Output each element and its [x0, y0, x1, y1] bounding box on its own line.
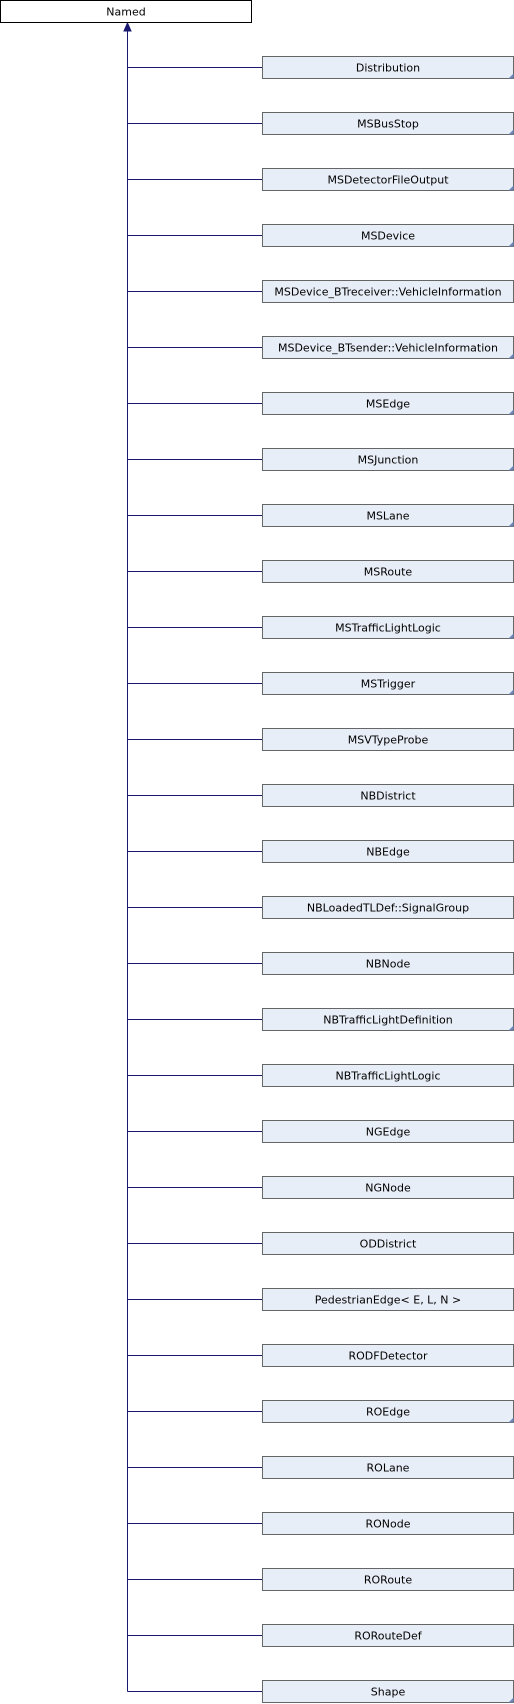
class-node-label: NGNode — [365, 1182, 411, 1195]
collapsed-subclasses-corner-icon — [508, 521, 514, 527]
class-node-msroute[interactable]: MSRoute — [262, 560, 514, 583]
class-node-msdevice-btsender-vehicleinformation[interactable]: MSDevice_BTsender::VehicleInformation — [262, 336, 514, 359]
class-node-label: NBEdge — [366, 846, 410, 859]
inheritance-edges — [123, 21, 263, 1692]
class-node-nbtrafficlightlogic[interactable]: NBTrafficLightLogic — [262, 1064, 514, 1087]
class-node-roedge[interactable]: ROEdge — [262, 1400, 514, 1423]
class-node-msdevice-btreceiver-vehicleinformation[interactable]: MSDevice_BTreceiver::VehicleInformation — [262, 280, 514, 303]
class-node-label: NBTrafficLightDefinition — [323, 1014, 453, 1027]
collapsed-subclasses-corner-icon — [508, 689, 514, 695]
class-node-label: MSTrigger — [361, 678, 416, 691]
class-node-ronode[interactable]: RONode — [262, 1512, 514, 1535]
class-node-label: MSTrafficLightLogic — [335, 622, 441, 635]
class-node-label: RONode — [365, 1518, 410, 1531]
collapsed-subclasses-corner-icon — [508, 1025, 514, 1031]
class-node-nbedge[interactable]: NBEdge — [262, 840, 514, 863]
class-node-label: NBNode — [366, 958, 411, 971]
class-node-mstrafficlightlogic[interactable]: MSTrafficLightLogic — [262, 616, 514, 639]
class-node-ngnode[interactable]: NGNode — [262, 1176, 514, 1199]
class-node-msjunction[interactable]: MSJunction — [262, 448, 514, 471]
derived-class-nodes: DistributionMSBusStopMSDetectorFileOutpu… — [262, 56, 514, 1703]
collapsed-subclasses-corner-icon — [508, 241, 514, 247]
class-node-label: PedestrianEdge< E, L, N > — [315, 1294, 462, 1307]
class-node-oddistrict[interactable]: ODDistrict — [262, 1232, 514, 1255]
class-node-label: MSDevice — [361, 230, 415, 243]
collapsed-subclasses-corner-icon — [508, 1417, 514, 1423]
class-node-label: MSDevice_BTsender::VehicleInformation — [278, 342, 498, 355]
class-node-label: MSJunction — [358, 454, 419, 467]
class-node-shape[interactable]: Shape — [262, 1680, 514, 1703]
class-node-label: Shape — [371, 1686, 406, 1699]
class-node-pedestrianedge-e-l-n[interactable]: PedestrianEdge< E, L, N > — [262, 1288, 514, 1311]
collapsed-subclasses-corner-icon — [508, 185, 514, 191]
class-node-distribution[interactable]: Distribution — [262, 56, 514, 79]
inheritance-arrowhead-icon — [123, 21, 132, 32]
collapsed-subclasses-corner-icon — [508, 73, 514, 79]
class-node-label: Distribution — [356, 62, 420, 75]
class-node-mslane[interactable]: MSLane — [262, 504, 514, 527]
class-node-label: RODFDetector — [348, 1350, 428, 1363]
class-node-label: ROEdge — [366, 1406, 410, 1419]
class-node-label: NBLoadedTLDef::SignalGroup — [307, 902, 469, 915]
class-node-label: MSDetectorFileOutput — [327, 174, 449, 187]
class-node-label: NGEdge — [366, 1126, 411, 1139]
class-node-ngedge[interactable]: NGEdge — [262, 1120, 514, 1143]
class-node-nbtrafficlightdefinition[interactable]: NBTrafficLightDefinition — [262, 1008, 514, 1031]
collapsed-subclasses-corner-icon — [508, 353, 514, 359]
class-node-roroutedef[interactable]: RORouteDef — [262, 1624, 514, 1647]
class-node-rodfdetector[interactable]: RODFDetector — [262, 1344, 514, 1367]
class-node-label: NBTrafficLightLogic — [335, 1070, 440, 1083]
class-node-msbusstop[interactable]: MSBusStop — [262, 112, 514, 135]
class-node-label: ROLane — [367, 1462, 410, 1475]
class-node-msvtypeprobe[interactable]: MSVTypeProbe — [262, 728, 514, 751]
class-node-nbloadedtldef-signalgroup[interactable]: NBLoadedTLDef::SignalGroup — [262, 896, 514, 919]
class-node-label: RORouteDef — [354, 1630, 422, 1643]
class-node-msdevice[interactable]: MSDevice — [262, 224, 514, 247]
class-node-label: MSEdge — [366, 398, 410, 411]
class-node-msedge[interactable]: MSEdge — [262, 392, 514, 415]
class-node-nbnode[interactable]: NBNode — [262, 952, 514, 975]
class-node-msdetectorfileoutput[interactable]: MSDetectorFileOutput — [262, 168, 514, 191]
collapsed-subclasses-corner-icon — [508, 633, 514, 639]
class-node-label: MSVTypeProbe — [348, 734, 429, 747]
collapsed-subclasses-corner-icon — [508, 129, 514, 135]
class-node-label: RORoute — [364, 1574, 412, 1587]
class-node-label: NBDistrict — [360, 790, 416, 803]
root-class-node[interactable]: Named — [0, 0, 252, 23]
class-node-nbdistrict[interactable]: NBDistrict — [262, 784, 514, 807]
class-node-label: MSBusStop — [357, 118, 419, 131]
class-node-label: ODDistrict — [360, 1238, 417, 1251]
class-node-label: MSLane — [366, 510, 409, 523]
collapsed-subclasses-corner-icon — [508, 409, 514, 415]
collapsed-subclasses-corner-icon — [508, 465, 514, 471]
collapsed-subclasses-corner-icon — [508, 1697, 514, 1703]
class-node-label: MSRoute — [364, 566, 413, 579]
class-node-rolane[interactable]: ROLane — [262, 1456, 514, 1479]
root-class-label: Named — [106, 6, 145, 19]
class-node-mstrigger[interactable]: MSTrigger — [262, 672, 514, 695]
class-node-label: MSDevice_BTreceiver::VehicleInformation — [274, 286, 501, 299]
class-node-roroute[interactable]: RORoute — [262, 1568, 514, 1591]
